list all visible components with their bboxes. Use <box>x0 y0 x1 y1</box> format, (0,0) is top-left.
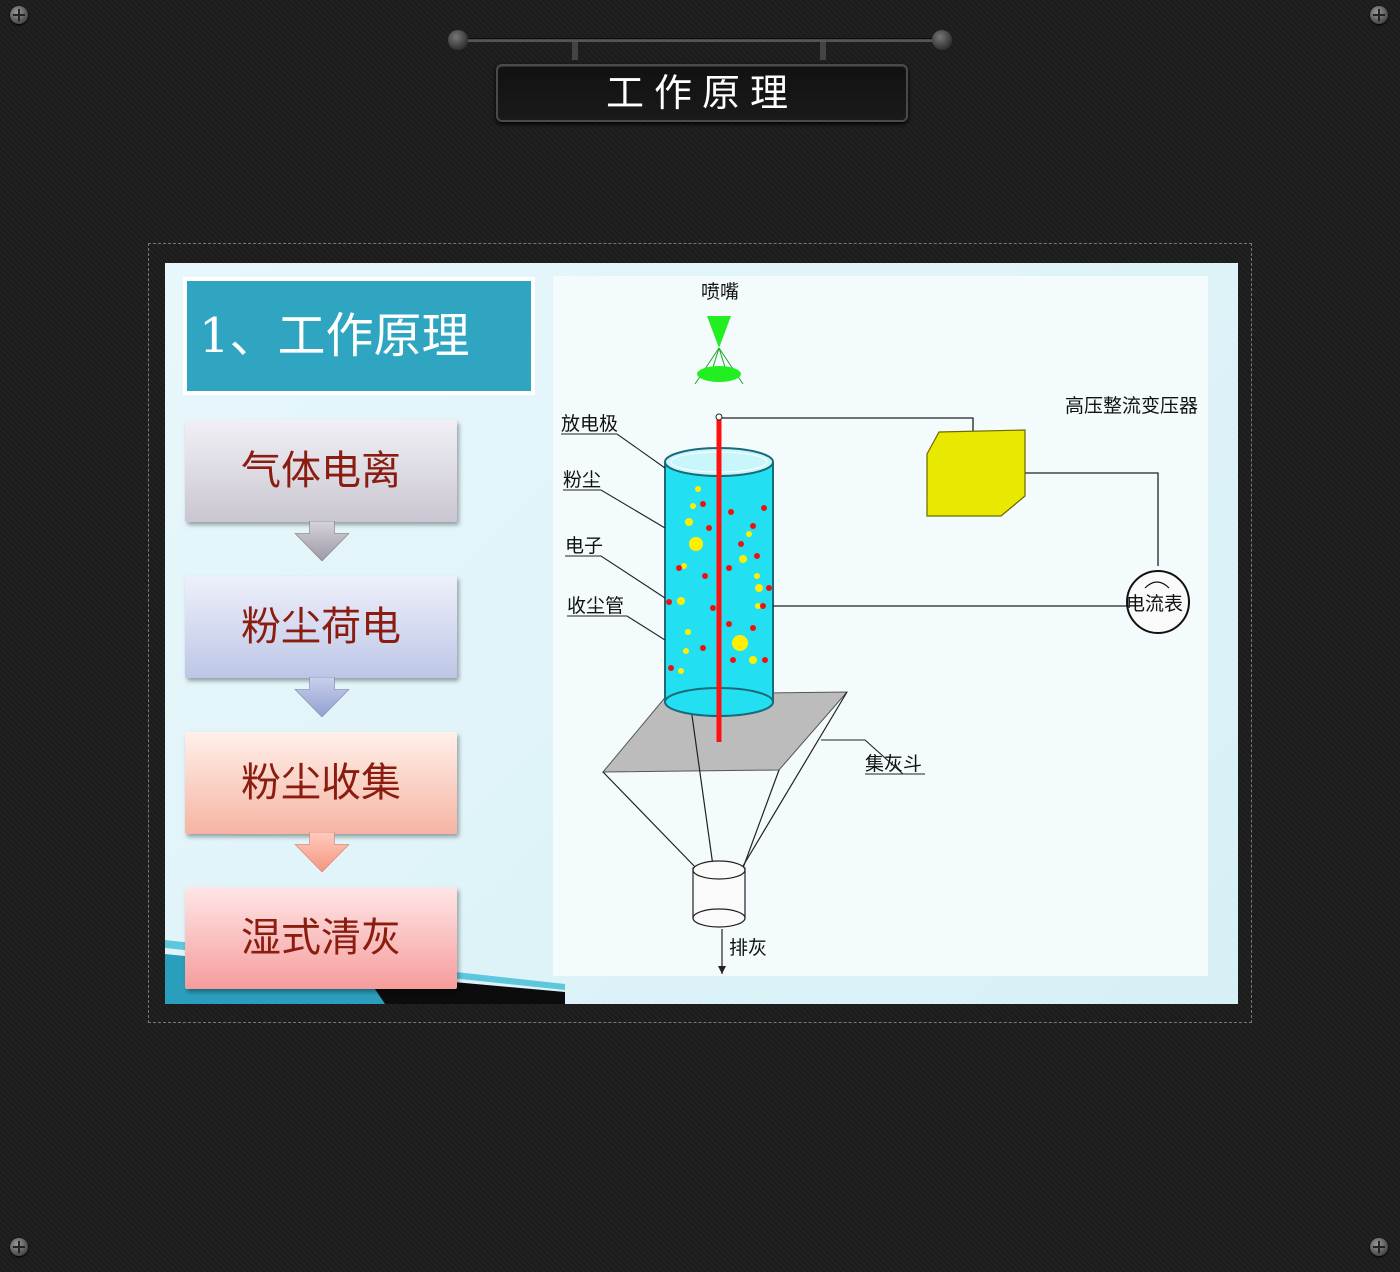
hv-transformer-icon <box>926 429 1026 517</box>
label-dust: 粉尘 <box>563 469 601 491</box>
ash-hopper-lines <box>602 691 848 871</box>
dust-particles <box>677 486 763 674</box>
screw-icon <box>10 1238 28 1256</box>
spray-mist <box>697 366 741 382</box>
step-dust-collection: 粉尘收集 <box>185 732 457 834</box>
step-dust-charging: 粉尘荷电 <box>185 576 457 678</box>
ammeter-icon <box>1126 570 1190 634</box>
step-gas-ionization: 气体电离 <box>185 420 457 522</box>
flow-arrow-icon <box>294 832 350 872</box>
flow-arrow-icon <box>294 521 350 561</box>
label-discharge-electrode: 放电极 <box>561 413 618 435</box>
nozzle-icon <box>707 316 731 348</box>
label-nozzle: 喷嘴 <box>701 281 739 303</box>
ash-outlet <box>692 860 746 928</box>
label-ash-discharge: 排灰 <box>729 937 767 959</box>
precipitator-diagram: 喷嘴 排灰 <box>553 276 1208 976</box>
electrode-terminal <box>715 413 723 421</box>
slide: 1、工作原理 气体电离 粉尘荷电 粉尘收集 湿式清灰 喷嘴 <box>165 263 1238 1004</box>
label-ammeter: 电流表 <box>1126 593 1183 615</box>
slide-heading: 1、工作原理 <box>183 277 535 395</box>
step-wet-ash-cleaning: 湿式清灰 <box>185 887 457 989</box>
ash-discharge-arrowhead <box>718 966 726 974</box>
circuit-wires <box>722 417 1159 607</box>
screw-icon <box>1370 1238 1388 1256</box>
ammeter-needle-icon <box>1144 581 1170 589</box>
screw-icon <box>1370 6 1388 24</box>
electrons <box>666 501 772 671</box>
label-hv-transformer: 高压整流变压器 <box>1065 395 1198 417</box>
slide-heading-text: 1、工作原理 <box>187 281 531 391</box>
title-rail <box>448 30 952 60</box>
label-ash-hopper: 集灰斗 <box>865 753 922 775</box>
screw-icon <box>10 6 28 24</box>
callout-lines <box>561 433 925 775</box>
page-title: 工作原理 <box>496 64 908 122</box>
flow-arrow-icon <box>294 677 350 717</box>
label-electron: 电子 <box>565 535 603 557</box>
slide-frame <box>148 243 1252 1023</box>
label-collector-tube: 收尘管 <box>567 595 624 617</box>
